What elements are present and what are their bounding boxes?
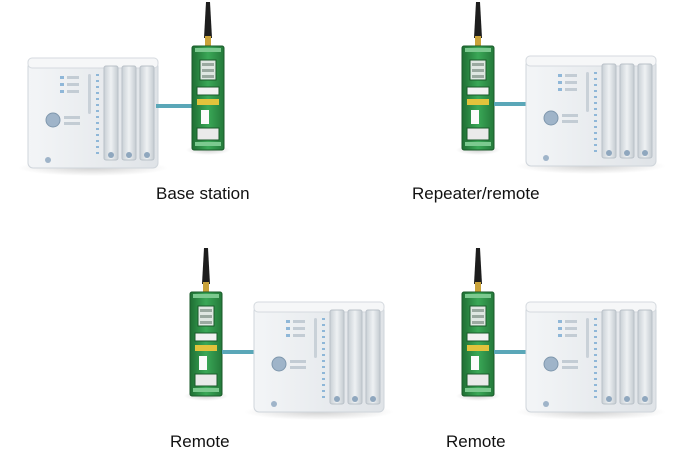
remote-node-left <box>183 247 395 421</box>
plc-controller-icon <box>243 301 395 421</box>
ethernet-cable-icon <box>222 350 256 354</box>
base-station-node <box>17 1 231 177</box>
radio-module-icon <box>183 247 229 402</box>
node-label-base-station: Base station <box>156 184 250 203</box>
radio-module-icon <box>185 1 231 156</box>
node-label-repeater: Repeater/remote <box>412 184 540 203</box>
plc-controller-icon <box>515 301 667 421</box>
node-label-remote-left: Remote <box>170 432 230 451</box>
remote-node-right <box>455 247 667 421</box>
node-label-remote-right: Remote <box>446 432 506 451</box>
ethernet-cable-icon <box>494 350 528 354</box>
ethernet-cable-icon <box>494 102 528 106</box>
ethernet-cable-icon <box>156 104 196 108</box>
radio-module-icon <box>455 1 501 156</box>
plc-controller-icon <box>17 57 169 177</box>
repeater-node <box>455 1 667 175</box>
radio-module-icon <box>455 247 501 402</box>
plc-controller-icon <box>515 55 667 175</box>
